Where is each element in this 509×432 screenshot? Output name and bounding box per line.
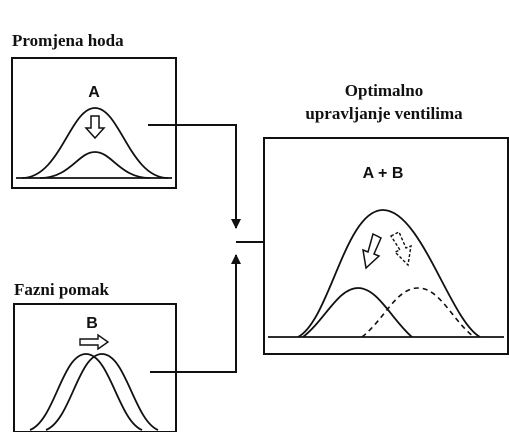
optimal-envelope-curve [297,209,481,338]
down-arrow-icon [84,115,106,140]
optimal-caption-line2: upravljanje ventilima [305,104,463,123]
phase-curve-original [29,353,143,431]
phase-shift-box [13,303,177,432]
right-arrow-icon [79,333,110,351]
dashed-diagonal-arrow-icon [389,231,412,267]
phase-curve-shifted [45,353,159,431]
optimal-dashed-curve [361,287,475,338]
connector-from-stroke [148,124,241,229]
phase-shift-caption: Fazni pomak [14,280,109,299]
optimal-caption-line1: Optimalno [345,81,423,100]
optimal-box [263,137,509,355]
stroke-change-caption: Promjena hoda [12,31,124,50]
stroke-curve-large [21,107,169,179]
diagonal-arrow-icon [362,232,382,270]
phase-shift-label: B [86,315,98,332]
optimal-solid-curve [302,287,413,338]
stroke-change-label: A [88,84,100,101]
stroke-curve-small [39,151,151,179]
connector-from-phase [150,254,241,373]
optimal-label: A + B [363,165,404,182]
